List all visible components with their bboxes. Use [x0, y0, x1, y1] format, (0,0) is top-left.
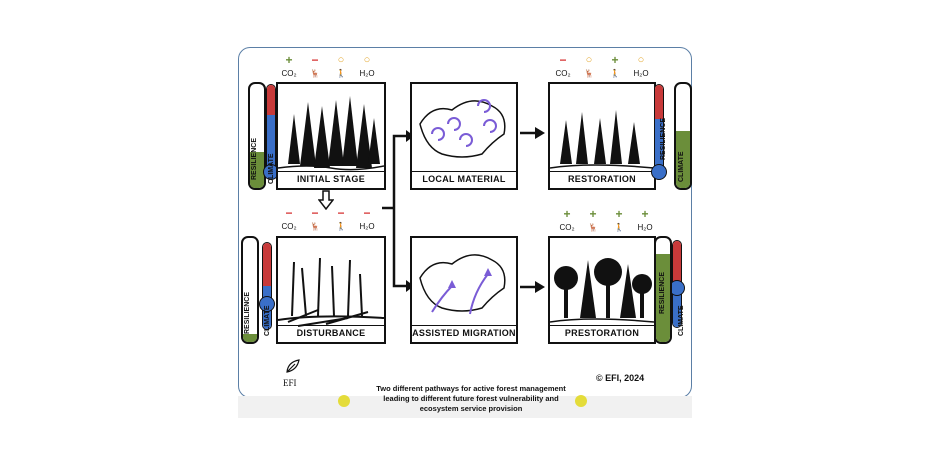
resilience-bar	[654, 236, 672, 344]
indicator-recreation: +	[611, 53, 619, 67]
indicators-restoration: − ○ + ○ CO₂ 🦌 🚶 H₂O	[555, 53, 666, 84]
panel-label: LOCAL MATERIAL	[422, 174, 506, 184]
h2o-icon: H₂O	[359, 69, 375, 78]
climate-label: CLIMATE	[268, 153, 275, 184]
co2-icon: CO₂	[281, 222, 297, 231]
indicator-biodiversity: +	[589, 207, 597, 221]
co2-icon: CO₂	[281, 69, 297, 78]
indicator-co2: +	[285, 53, 293, 67]
yellow-dot-right	[575, 395, 587, 407]
resilience-label: RESILIENCE	[659, 271, 666, 314]
panel-label: ASSISTED MIGRATION	[412, 328, 516, 338]
indicator-biodiversity: −	[311, 53, 319, 67]
hiker-icon: 🚶	[336, 222, 346, 231]
indicator-biodiversity: ○	[585, 54, 593, 66]
panel-label: DISTURBANCE	[296, 328, 366, 338]
h2o-icon: H₂O	[359, 222, 375, 231]
deer-icon: 🦌	[584, 69, 594, 78]
indicators-disturbance: − − − − CO₂ 🦌 🚶 H₂O	[281, 206, 392, 237]
panel-prestoration: PRESTORATION	[548, 236, 656, 344]
panel-assisted-migration: ASSISTED MIGRATION	[410, 236, 518, 344]
caption-line-3: ecosystem service provision	[419, 404, 523, 413]
gauges-prestoration	[654, 236, 688, 346]
efi-leaf-logo-icon	[286, 359, 300, 373]
climate-label: CLIMATE	[678, 151, 685, 182]
indicator-co2: −	[559, 53, 567, 67]
co2-icon: CO₂	[559, 223, 575, 232]
panel-restoration: RESTORATION	[548, 82, 656, 190]
indicators-initial: + − ○ ○ CO₂ 🦌 🚶 H₂O	[281, 53, 392, 84]
indicators-prestoration: + + + + CO₂ 🦌 🚶 H₂O	[559, 207, 670, 238]
indicator-water: ○	[363, 54, 371, 66]
resilience-bar	[674, 82, 692, 190]
indicator-biodiversity: −	[311, 206, 319, 220]
panel-initial-stage: INITIAL STAGE	[276, 82, 386, 190]
arrow-to-prestoration	[520, 281, 545, 293]
damaged-forest-illustration	[278, 257, 384, 327]
europe-map-local-illustration	[419, 99, 506, 158]
co2-icon: CO₂	[555, 69, 571, 78]
hiker-icon: 🚶	[610, 69, 620, 78]
deer-icon: 🦌	[310, 69, 320, 78]
indicator-co2: −	[285, 206, 293, 220]
caption-line-2: leading to different future forest vulne…	[383, 394, 559, 403]
efi-logo-text: EFI	[283, 378, 297, 388]
down-arrow-icon	[318, 190, 334, 210]
resilience-bar	[241, 236, 259, 344]
panel-local-material: LOCAL MATERIAL	[410, 82, 518, 190]
copyright: © EFI, 2024	[596, 373, 645, 383]
resilience-label: RESILIENCE	[660, 117, 667, 160]
indicator-co2: +	[563, 207, 571, 221]
branch-arrows	[382, 130, 414, 292]
indicator-water: −	[363, 206, 371, 220]
arrow-to-restoration	[520, 127, 545, 139]
yellow-dot-left	[338, 395, 350, 407]
indicator-water: +	[641, 207, 649, 221]
gauges-initial: RESILIENCE	[248, 82, 280, 192]
hiker-icon: 🚶	[614, 223, 624, 232]
indicator-recreation: −	[337, 206, 345, 220]
panel-label: INITIAL STAGE	[296, 174, 366, 184]
panel-disturbance: DISTURBANCE	[276, 236, 386, 344]
dense-forest-illustration	[278, 96, 384, 171]
europe-map-migration-illustration	[419, 254, 506, 315]
panel-label: RESTORATION	[568, 174, 636, 184]
deer-icon: 🦌	[310, 222, 320, 231]
gauges-restoration	[651, 82, 692, 192]
h2o-icon: H₂O	[637, 223, 653, 232]
indicator-recreation: +	[615, 207, 623, 221]
deer-icon: 🦌	[588, 223, 598, 232]
thermometer-bulb-icon	[651, 164, 667, 180]
caption: Two different pathways for active forest…	[336, 384, 606, 414]
climate-label: CLIMATE	[264, 305, 271, 336]
climate-label: CLIMATE	[678, 305, 685, 336]
resilience-label: RESILIENCE	[251, 137, 258, 180]
caption-line-1: Two different pathways for active forest…	[376, 384, 566, 393]
mixed-forest-illustration	[550, 258, 654, 323]
young-forest-illustration	[550, 110, 654, 169]
resilience-label: RESILIENCE	[244, 291, 251, 334]
h2o-icon: H₂O	[633, 69, 649, 78]
hiker-icon: 🚶	[336, 69, 346, 78]
resilience-bar	[248, 82, 266, 190]
gauges-disturbance: RESILIENCE	[241, 236, 275, 346]
indicator-recreation: ○	[337, 54, 345, 66]
thermometer-bulb-icon	[259, 296, 275, 312]
indicator-water: ○	[637, 54, 645, 66]
panel-label: PRESTORATION	[564, 328, 640, 338]
